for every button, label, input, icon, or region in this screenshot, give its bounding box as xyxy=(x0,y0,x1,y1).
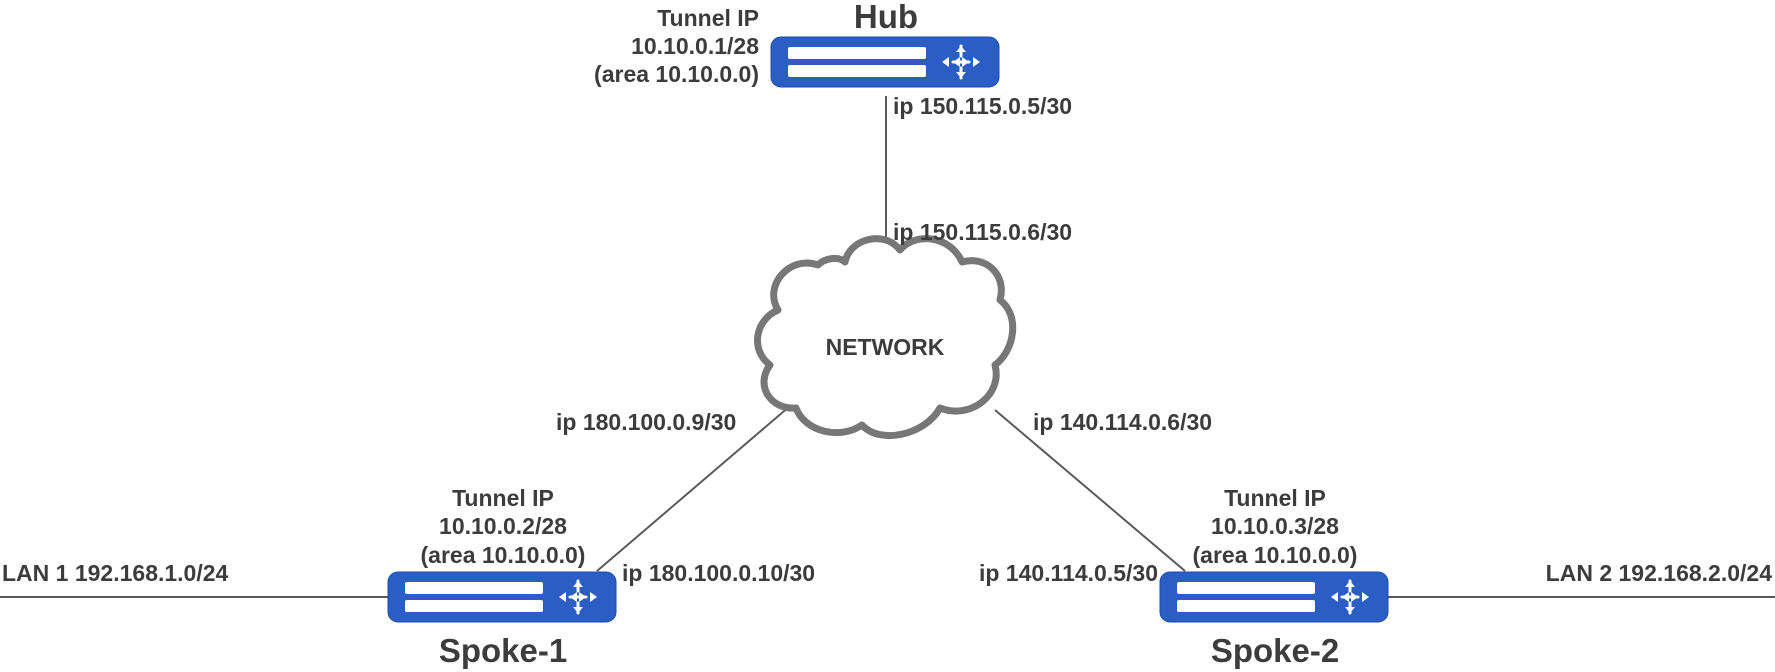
spoke2-router[interactable] xyxy=(1158,570,1390,624)
spoke1-router[interactable] xyxy=(386,570,618,624)
spoke1-name: Spoke-1 xyxy=(439,632,567,669)
spoke2-lan: LAN 2 192.168.2.0/24 xyxy=(1546,560,1773,586)
spoke1-tunnel-ip: 10.10.0.2/28 xyxy=(439,513,567,539)
spoke1-network-link xyxy=(596,405,791,572)
network-label: NETWORK xyxy=(826,334,945,360)
spoke1-lan: LAN 1 192.168.1.0/24 xyxy=(2,560,229,586)
spoke1-area: (area 10.10.0.0) xyxy=(421,542,586,568)
spoke2-network-link xyxy=(994,409,1186,572)
hub-name: Hub xyxy=(854,0,918,35)
spoke2-tunnel-label: Tunnel IP xyxy=(1224,485,1326,511)
hub-wan-ip: ip 150.115.0.5/30 xyxy=(893,93,1072,119)
router-icon xyxy=(769,35,1001,89)
network-hub-side-ip: ip 150.115.0.6/30 xyxy=(893,219,1072,245)
spoke2-wan-ip: ip 140.114.0.5/30 xyxy=(979,560,1158,586)
spoke1-wan-ip: ip 180.100.0.10/30 xyxy=(622,560,815,586)
network-spoke2-side-ip: ip 140.114.0.6/30 xyxy=(1033,409,1212,435)
network-spoke1-side-ip: ip 180.100.0.9/30 xyxy=(556,409,736,435)
spoke1-tunnel-label: Tunnel IP xyxy=(452,485,554,511)
router-icon xyxy=(386,570,618,624)
hub-tunnel-label: Tunnel IP xyxy=(657,5,759,31)
router-icon xyxy=(1158,570,1390,624)
hub-router[interactable] xyxy=(769,35,1001,89)
hub-area: (area 10.10.0.0) xyxy=(594,61,759,87)
hub-tunnel-ip: 10.10.0.1/28 xyxy=(631,33,759,59)
cloud-icon: NETWORK xyxy=(754,235,1017,440)
spoke2-area: (area 10.10.0.0) xyxy=(1193,542,1358,568)
spoke2-tunnel-ip: 10.10.0.3/28 xyxy=(1211,513,1339,539)
spoke2-name: Spoke-2 xyxy=(1211,632,1339,669)
